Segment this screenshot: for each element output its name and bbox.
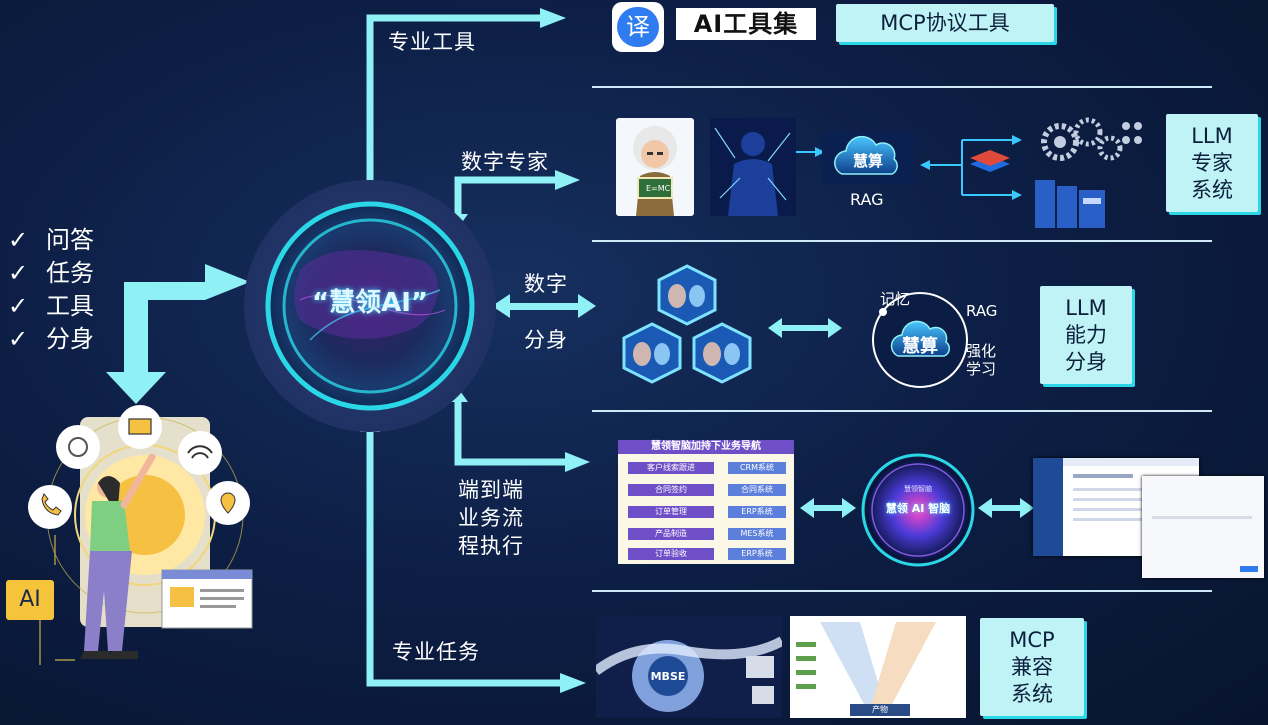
rag-label-avatar: RAG: [966, 302, 998, 320]
nav-step: 订单验收: [628, 548, 714, 560]
e2e-double-arrows: [800, 498, 1034, 518]
label-digital-expert: 数字专家: [461, 150, 549, 174]
formula-text: E=MC²: [646, 184, 674, 193]
center-title: “慧领AI”: [312, 288, 428, 318]
brain-label: 慧领 AI 智脑: [885, 502, 951, 515]
v-model-diagram: 产物: [790, 616, 966, 718]
label-e2e: 端到端 业务流 程执行: [458, 476, 524, 560]
row-divider: [592, 86, 1212, 88]
digital-human-image: [710, 118, 796, 216]
label-pro-tasks: 专业任务: [392, 640, 480, 664]
label-e2e-line: 程执行: [458, 534, 524, 558]
person-illustration: [0, 405, 260, 715]
box-llm-avatar: LLM 能力 分身: [1040, 286, 1132, 384]
nav-step: 合同签约: [628, 484, 714, 496]
box-mcp-compatible-system: MCP 兼容 系统: [980, 618, 1084, 716]
books-icon: [1033, 172, 1108, 232]
left-main-arrow: [106, 264, 250, 404]
checklist-item: ✓问答: [8, 226, 94, 254]
checklist-item: ✓任务: [8, 259, 94, 287]
trunk-lines: [366, 14, 565, 687]
ai-toolset-logo: AI工具集: [676, 8, 816, 40]
avatar-double-arrow: [492, 294, 596, 318]
e2e-brain-graphic: [861, 453, 975, 567]
business-nav-panel: 慧领智脑加持下业务导航 客户线索跟进 合同签约 订单管理 产品制造 订单验收 C…: [618, 440, 794, 564]
label-digital-avatar-top: 数字: [524, 272, 568, 296]
nav-system: 合同系统: [728, 484, 786, 496]
hexagon-faces: [615, 262, 765, 387]
avatar-to-cloud-arrow: [768, 318, 842, 338]
rag-cloud-expert: 慧算: [822, 132, 914, 184]
layers-icon: [965, 146, 1015, 176]
rl-label: 强化 学习: [966, 342, 997, 378]
v-model-label: 产物: [872, 705, 888, 714]
row-divider: [592, 410, 1212, 412]
row-divider: [592, 590, 1212, 592]
avatar-cloud: 慧算: [884, 312, 956, 364]
box-llm-expert-system: LLM 专家 系统: [1166, 114, 1258, 212]
box-mcp-protocol-tools: MCP协议工具: [836, 4, 1054, 42]
center-badge: [244, 180, 496, 432]
cloud-label: 慧算: [902, 336, 938, 357]
nav-system: CRM系统: [728, 462, 786, 474]
label-e2e-line: 端到端: [458, 478, 524, 502]
label-pro-tools: 专业工具: [388, 30, 476, 54]
nav-system: ERP系统: [728, 548, 786, 560]
cloud-label: 慧算: [852, 152, 883, 170]
checklist-item: ✓工具: [8, 292, 94, 320]
label-digital-avatar-bottom: 分身: [524, 328, 568, 352]
label-e2e-line: 业务流: [458, 506, 524, 530]
memory-label: 记忆: [880, 290, 911, 308]
translate-glyph-icon: 译: [617, 7, 659, 47]
nav-step: 客户线索跟进: [628, 462, 714, 474]
row-divider: [592, 240, 1212, 242]
einstein-image: E=MC²: [616, 118, 694, 216]
rag-label-expert: RAG: [850, 190, 884, 209]
brain-sublabel: 慧领智脑: [904, 485, 932, 493]
nav-system: MES系统: [728, 528, 786, 540]
nav-step: 订单管理: [628, 506, 714, 518]
nav-system: ERP系统: [728, 506, 786, 518]
mbse-label: MBSE: [650, 670, 686, 683]
nav-step: 产品制造: [628, 528, 714, 540]
checklist-item: ✓分身: [8, 325, 94, 353]
ai-badge: AI: [6, 580, 54, 620]
mbse-diagram: MBSE: [593, 616, 785, 718]
app-screenshot-back: [1142, 476, 1264, 578]
expert-arrowheads: [815, 135, 1022, 200]
nav-title: 慧领智脑加持下业务导航: [618, 440, 794, 454]
gears-icon: [1030, 112, 1145, 167]
translate-app-logo: 译: [612, 2, 664, 52]
